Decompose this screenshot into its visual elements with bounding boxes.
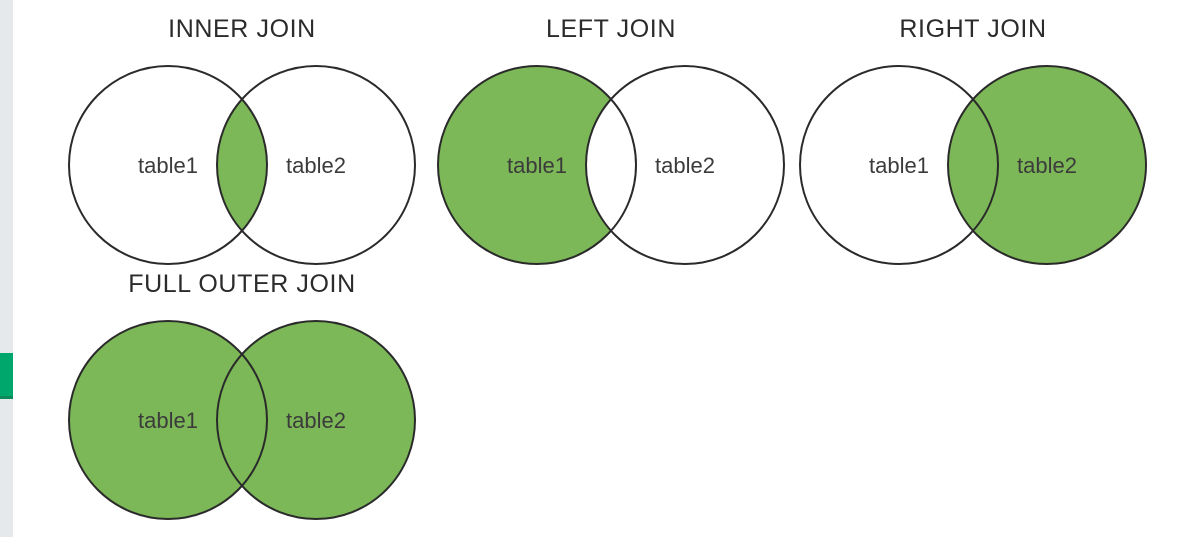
right-circle-fill [586, 66, 784, 264]
right-circle-outline [216, 320, 416, 520]
left-circle-fill [69, 66, 267, 264]
venn-graphic-inner-join: table1 table2 [68, 65, 416, 265]
table2-label: table2 [655, 153, 715, 178]
diagram-title: FULL OUTER JOIN [128, 270, 356, 298]
scrollbar-thumb[interactable] [0, 353, 13, 399]
right-circle-outline [216, 65, 416, 265]
table2-label: table2 [286, 408, 346, 433]
left-circle-fill [438, 66, 636, 264]
table2-label: table2 [1017, 153, 1077, 178]
right-circle-fill [948, 66, 1146, 264]
diagram-title: INNER JOIN [168, 15, 316, 43]
table1-label: table1 [869, 153, 929, 178]
left-circle-fill [800, 66, 998, 264]
venn-diagram-full-outer-join: FULL OUTER JOIN table1 table2 [68, 269, 416, 520]
left-circle-fill [69, 321, 267, 519]
right-circle-fill [217, 66, 415, 264]
left-circle-outline [437, 65, 637, 265]
venn-graphic-left-join: table1 table2 [437, 65, 785, 265]
venn-diagram-left-join: LEFT JOIN table1 table2 [437, 14, 785, 265]
left-circle-outline [68, 65, 268, 265]
page-left-scrollbar-track [0, 0, 13, 537]
right-circle-fill [217, 321, 415, 519]
table1-label: table1 [138, 408, 198, 433]
diagram-title: RIGHT JOIN [899, 15, 1047, 43]
table1-label: table1 [507, 153, 567, 178]
right-circle-outline [585, 65, 785, 265]
left-circle-outline [799, 65, 999, 265]
table1-label: table1 [138, 153, 198, 178]
venn-graphic-full-outer-join: table1 table2 [68, 320, 416, 520]
right-circle-outline [947, 65, 1147, 265]
venn-diagram-right-join: RIGHT JOIN table1 table2 [799, 14, 1147, 265]
venn-graphic-right-join: table1 table2 [799, 65, 1147, 265]
venn-diagram-inner-join: INNER JOIN table1 table2 [68, 14, 416, 265]
diagram-title: LEFT JOIN [546, 15, 676, 43]
table2-label: table2 [286, 153, 346, 178]
left-circle-outline [68, 320, 268, 520]
